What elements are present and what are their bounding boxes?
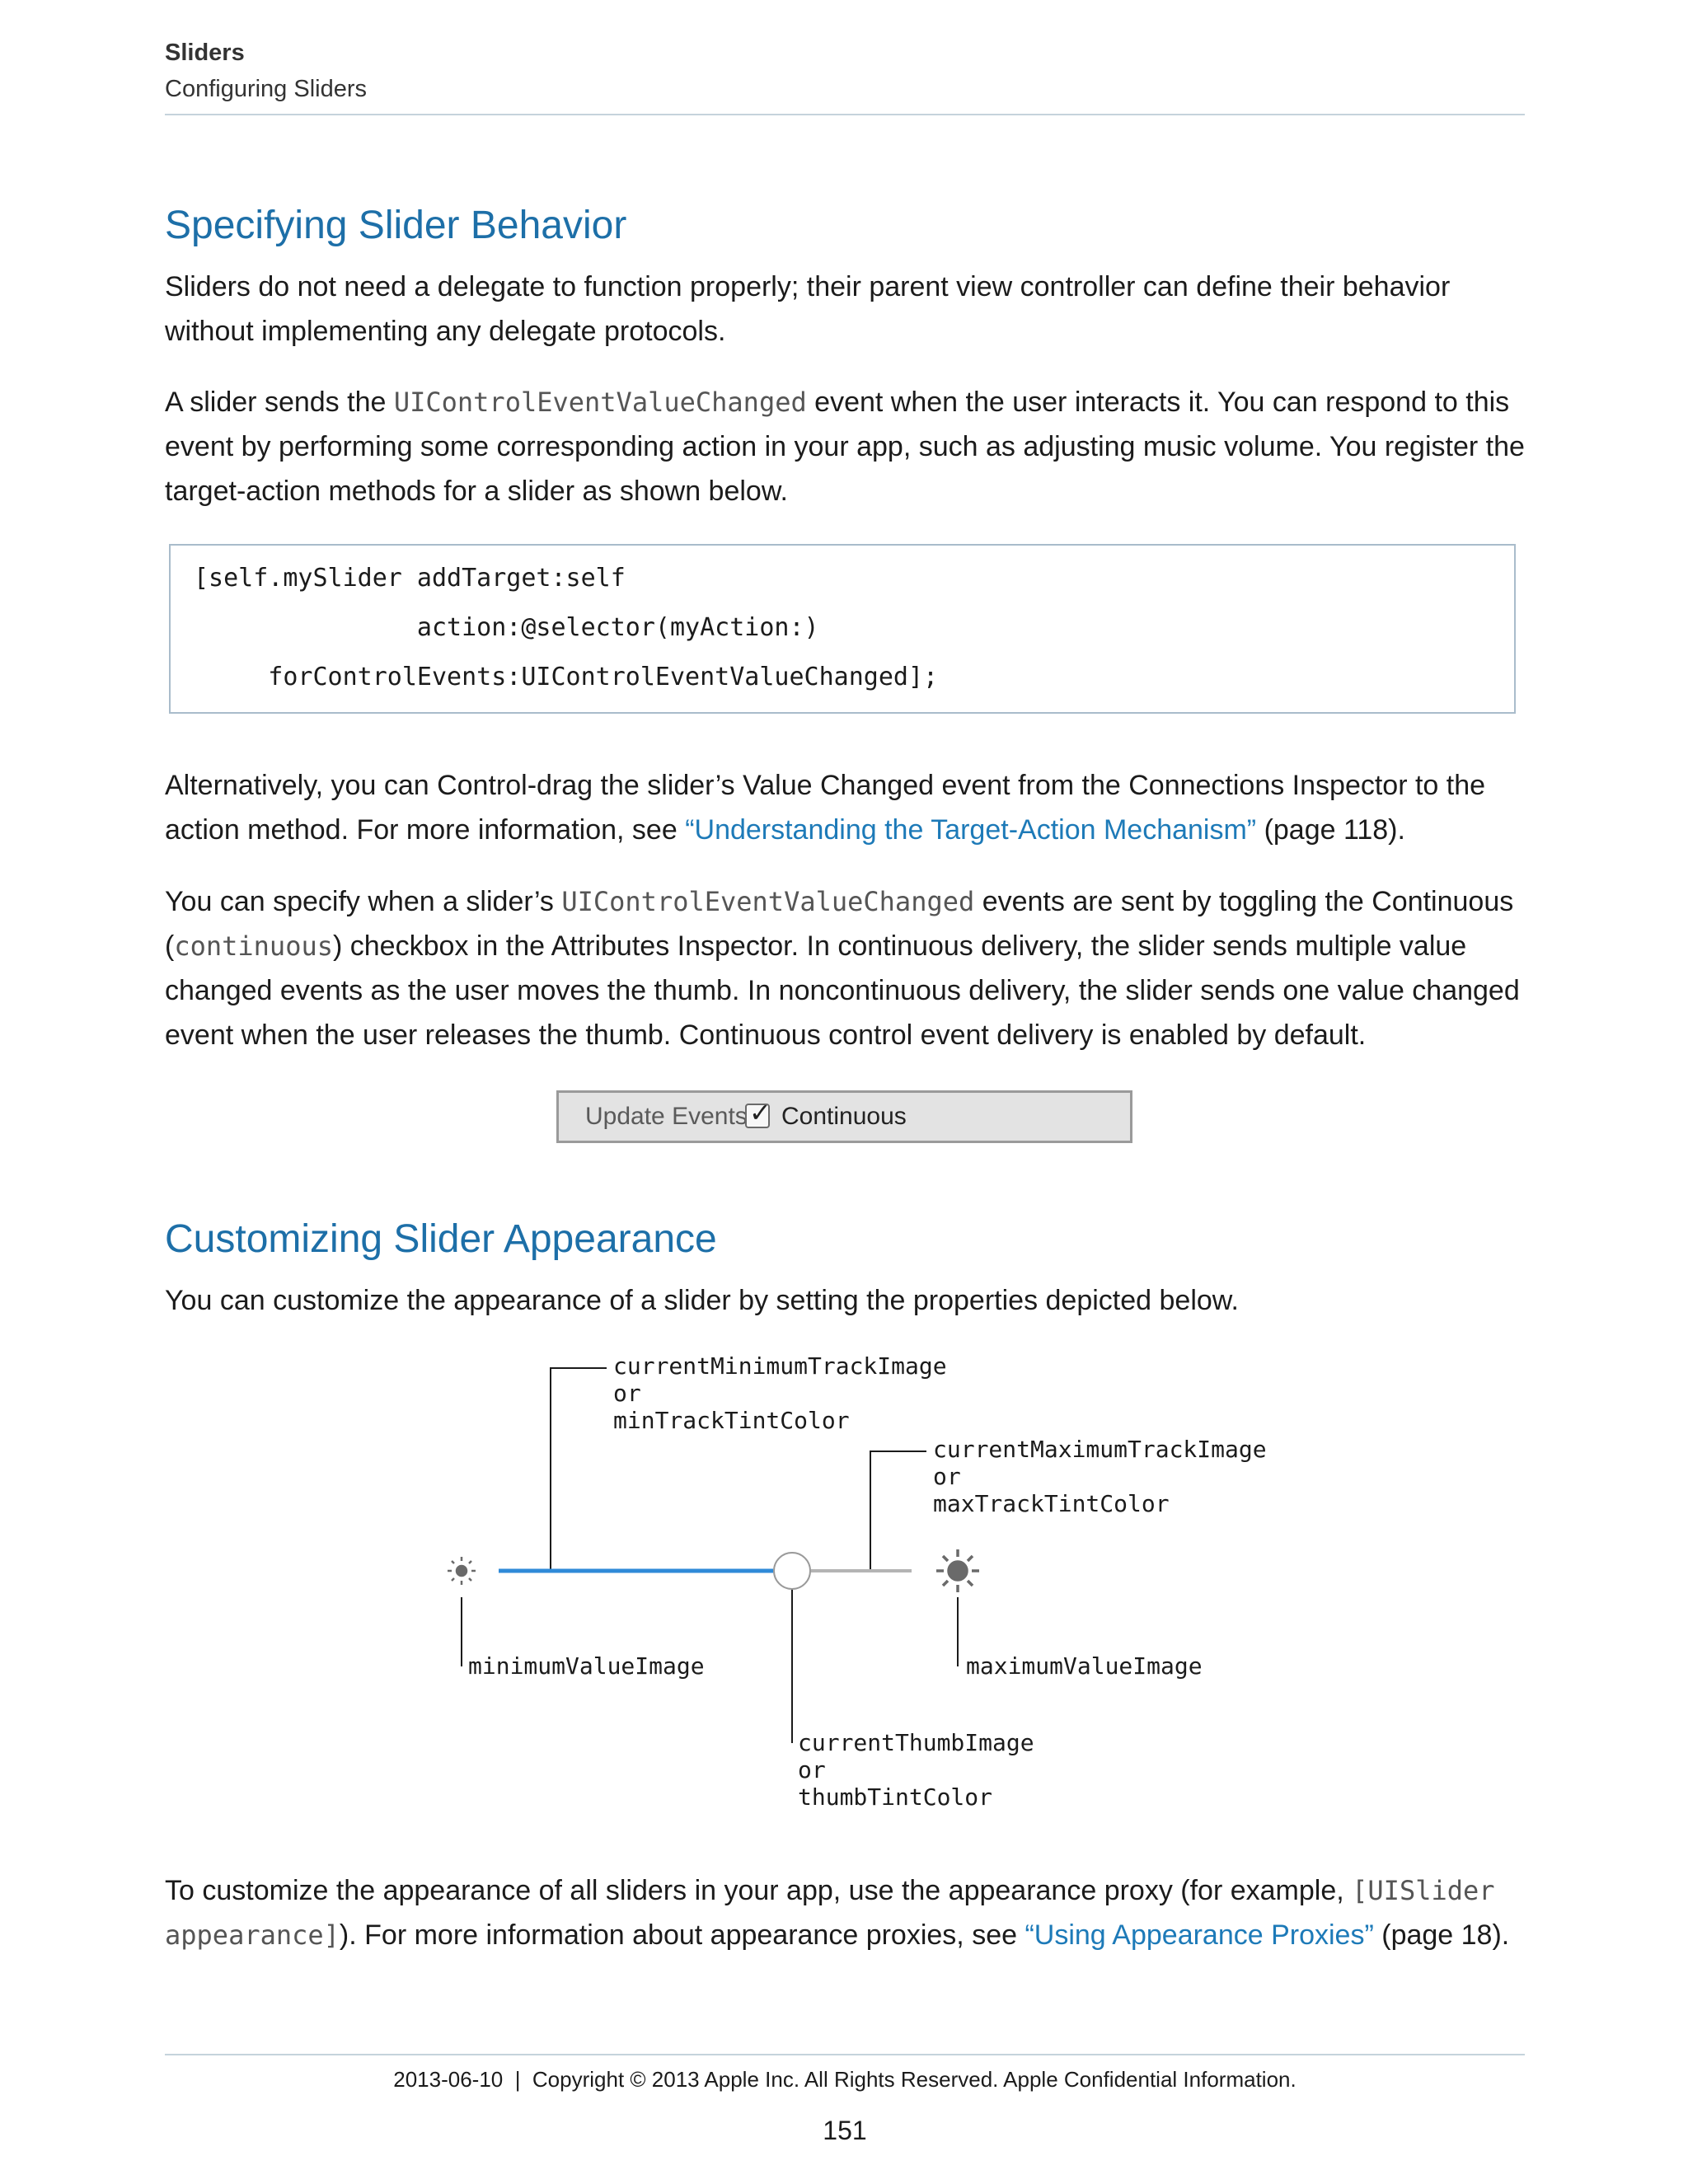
min-track-label-line: minTrackTintColor [613,1407,850,1434]
text-run: To customize the appearance of all slide… [165,1875,1353,1906]
code-line: [self.mySlider addTarget:self [194,564,626,593]
text-run: (page 118). [1256,814,1405,846]
running-header-chapter: Sliders [165,40,245,66]
max-track-label-line: or [933,1463,961,1490]
thumb-label-line: or [798,1756,826,1783]
continuous-checkbox-label[interactable]: Continuous [781,1103,907,1130]
min-value-image-label: minimumValueImage [468,1652,705,1680]
update-events-panel: Update Events ✓ Continuous [556,1090,1132,1143]
paragraph-value-changed: A slider sends the UIControlEventValueCh… [165,380,1533,513]
paragraph-control-drag: Alternatively, you can Control-drag the … [165,763,1533,852]
checkmark-icon: ✓ [749,1098,771,1127]
code-line: action:@selector(myAction:) [194,613,819,642]
text-run: events are sent by toggling the Continuo… [165,886,1514,962]
running-header-section: Configuring Sliders [165,76,368,102]
paragraph-continuous: You can specify when a slider’s UIContro… [165,879,1533,1057]
text-run: Alternatively, you can Control-drag the … [165,770,1486,846]
section-heading-appearance: Customizing Slider Appearance [165,1217,717,1261]
text-run: ) checkbox in the Attributes Inspector. … [165,930,1520,1051]
inline-code: [UISlider appearance] [165,1875,1495,1951]
link-target-action[interactable]: “Understanding the Target-Action Mechani… [685,814,1257,846]
callout-line-min-track [550,1367,607,1570]
footer-copyright: 2013-06-10 | Copyright © 2013 Apple Inc.… [393,2067,1296,2092]
code-line: forControlEvents:UIControlEventValueChan… [194,663,939,691]
inline-code: continuous [174,930,333,962]
inline-code: UIControlEventValueChanged [393,387,807,418]
max-track-label-line: currentMaximumTrackImage [933,1436,1267,1463]
max-value-image-label: maximumValueImage [966,1652,1203,1680]
link-appearance-proxies[interactable]: “Using Appearance Proxies” [1025,1919,1374,1951]
max-track-label-line: maxTrackTintColor [933,1490,1170,1517]
text-run: You can specify when a slider’s [165,886,562,917]
paragraph-delegate: Sliders do not need a delegate to functi… [165,271,1451,347]
text-run: (page 18). [1373,1919,1510,1951]
text-run: A slider sends the [165,387,394,418]
min-track-label-line: or [613,1380,641,1407]
paragraph-customize-intro: You can customize the appearance of a sl… [165,1285,1239,1316]
min-track-label-line: currentMinimumTrackImage [613,1352,947,1380]
footer-rule [165,2054,1525,2055]
text-run: ). For more information about appearance… [339,1919,1025,1951]
callout-line-max-track [870,1451,926,1570]
header-rule [165,114,1525,115]
section-heading-behavior: Specifying Slider Behavior [165,204,627,247]
page-number: 151 [823,2116,867,2145]
thumb-label-line: thumbTintColor [798,1783,993,1811]
slider-thumb [773,1552,811,1590]
paragraph-appearance-proxy: To customize the appearance of all slide… [165,1868,1533,1957]
continuous-checkbox[interactable]: ✓ [745,1099,771,1128]
text-run: event when the user interacts it. You ca… [165,387,1525,507]
thumb-label-line: currentThumbImage [798,1729,1034,1756]
inline-code: UIControlEventValueChanged [561,886,975,917]
code-block: [self.mySlider addTarget:self action:@se… [169,544,1516,714]
update-events-label: Update Events [585,1103,748,1130]
bright-sun-icon [936,1549,979,1592]
dim-sun-icon [448,1557,476,1585]
